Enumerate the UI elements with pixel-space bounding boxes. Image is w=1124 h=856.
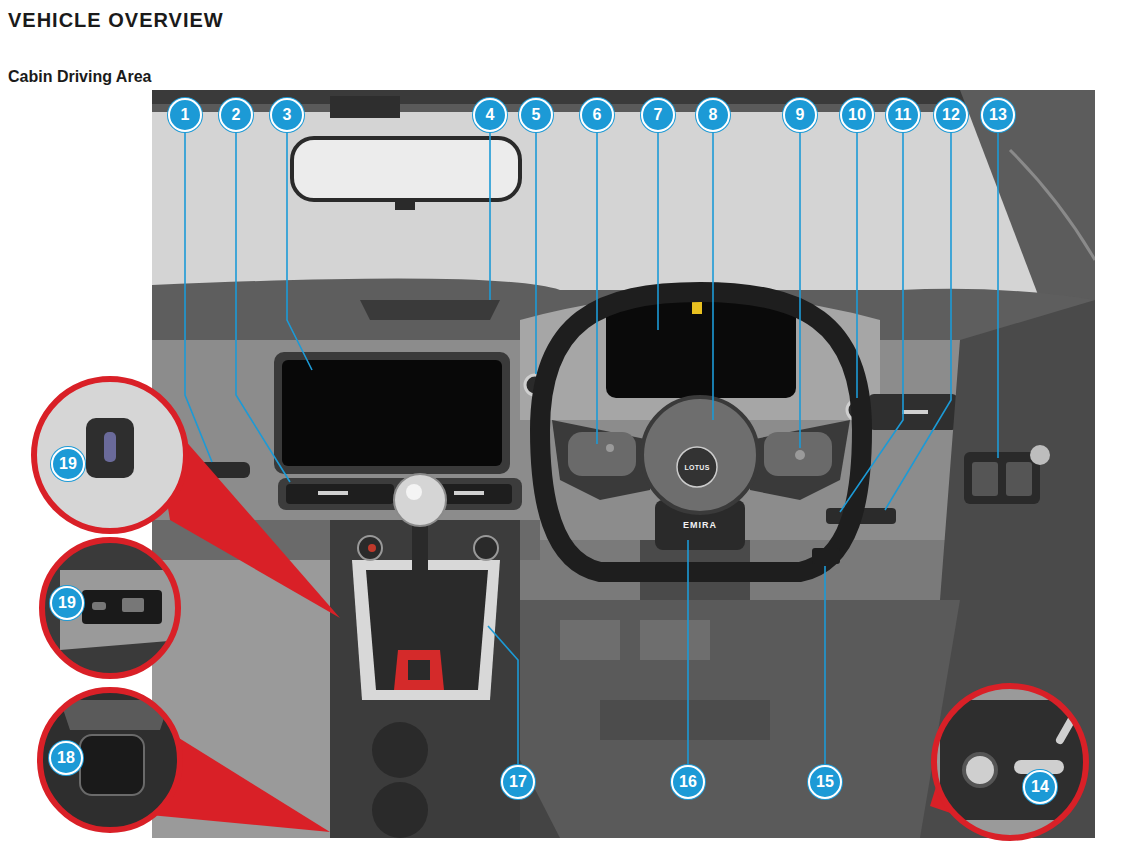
section-heading: Cabin Driving Area: [8, 68, 151, 86]
callout-number: 6: [580, 98, 614, 132]
callout-number: 8: [696, 98, 730, 132]
page-title: VEHICLE OVERVIEW: [8, 9, 224, 32]
callout-number: 19: [50, 586, 84, 620]
wheel-badge-text: EMIRA: [683, 520, 717, 530]
callout-number: 11: [886, 98, 920, 132]
callout-number: 3: [270, 98, 304, 132]
callout-number: 13: [981, 98, 1015, 132]
callout-number: 18: [49, 741, 83, 775]
callout-number: 19: [51, 447, 85, 481]
callout-number: 1: [168, 98, 202, 132]
leader-lines: [185, 132, 998, 766]
callout-number: 5: [519, 98, 553, 132]
callout-number: 14: [1023, 770, 1057, 804]
callout-number: 17: [501, 765, 535, 799]
wheel-logo-text: LOTUS: [684, 464, 709, 471]
callout-number: 7: [641, 98, 675, 132]
callout-number: 2: [219, 98, 253, 132]
callout-number: 12: [934, 98, 968, 132]
callout-number: 9: [783, 98, 817, 132]
callout-number: 10: [840, 98, 874, 132]
callout-number: 15: [808, 765, 842, 799]
callout-number: 16: [671, 765, 705, 799]
callout-number: 4: [473, 98, 507, 132]
